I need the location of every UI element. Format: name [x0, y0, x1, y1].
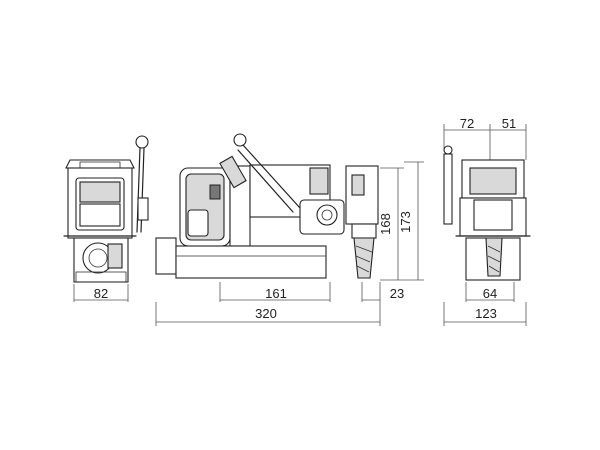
- side-motor-vent: [309, 167, 329, 195]
- dim-123-label: 123: [475, 306, 497, 321]
- dim-23-label: 23: [390, 286, 404, 301]
- rear-cutter: [485, 237, 503, 277]
- front-side-block: [107, 243, 123, 269]
- rear-cutter-flutes: [487, 245, 501, 273]
- front-top-cap: [65, 159, 135, 169]
- rear-view: 72 51 64 123: [443, 116, 531, 326]
- side-battery-latch: [209, 184, 221, 200]
- rear-gear-block: [473, 199, 513, 231]
- dim-51-label: 51: [502, 116, 516, 131]
- front-panel-upper: [79, 181, 121, 203]
- rear-lever-knob: [443, 145, 453, 155]
- dim-173-label: 173: [398, 211, 413, 233]
- front-magnet-plate: [75, 271, 127, 283]
- side-lever-arm: [237, 144, 301, 213]
- side-lever-knob: [233, 133, 247, 147]
- dim-320-label: 320: [255, 306, 277, 321]
- side-view: 161 23 320 168 173: [155, 133, 424, 326]
- side-gear-center: [321, 209, 333, 221]
- side-annular-cutter: [353, 237, 375, 279]
- dim-64-label: 64: [483, 286, 497, 301]
- dim-72-label: 72: [460, 116, 474, 131]
- front-lever-hub: [137, 197, 149, 221]
- side-rear-bracket: [155, 237, 177, 275]
- side-gear-hub: [316, 204, 338, 226]
- side-chuck: [351, 223, 377, 239]
- dim-161-label: 161: [265, 286, 287, 301]
- dim-168-label: 168: [378, 213, 393, 235]
- dim-82-label: 82: [94, 286, 108, 301]
- front-panel-lower: [79, 203, 121, 227]
- side-magnet-base: [175, 245, 327, 279]
- side-spindle-slide: [351, 174, 365, 196]
- front-view: 82: [63, 135, 149, 302]
- rear-lever-shaft: [443, 153, 453, 225]
- front-motor-end-inner: [88, 248, 108, 268]
- side-cutter-flutes: [355, 245, 373, 273]
- front-lever-knob: [135, 135, 149, 149]
- rear-top-panel: [469, 167, 517, 195]
- side-battery-grip: [187, 209, 209, 237]
- side-lever-link: [219, 155, 247, 189]
